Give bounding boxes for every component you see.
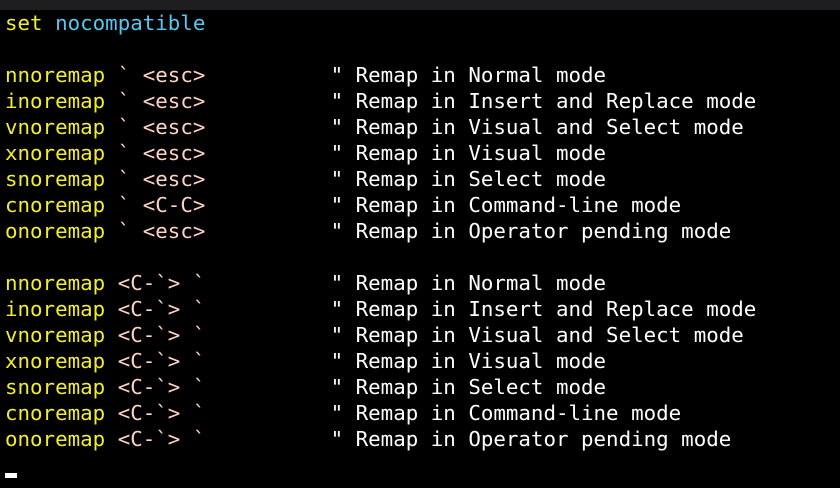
comment: " Remap in Select mode [330, 375, 607, 399]
map-rhs: ` [192, 349, 206, 373]
code-line: onoremap ` <esc> " Remap in Operator pen… [5, 218, 840, 244]
map-lhs: <C-`> [117, 271, 181, 295]
comment: " Remap in Insert and Replace mode [330, 297, 757, 321]
code-line: inoremap ` <esc> " Remap in Insert and R… [5, 88, 840, 114]
code-line: xnoremap <C-`> ` " Remap in Visual mode [5, 348, 840, 374]
map-command: xnoremap [5, 349, 106, 373]
text-editor[interactable]: set nocompatible nnoremap ` <esc> " Rema… [0, 10, 840, 478]
map-lhs: ` [117, 193, 131, 217]
code-line: nnoremap ` <esc> " Remap in Normal mode [5, 62, 840, 88]
window-titlebar [0, 0, 840, 10]
map-lhs: ` [117, 115, 131, 139]
code-line: set nocompatible [5, 10, 840, 36]
map-rhs: <C-C> [142, 193, 206, 217]
code-line: inoremap <C-`> ` " Remap in Insert and R… [5, 296, 840, 322]
map-command: vnoremap [5, 323, 106, 347]
comment: " Remap in Visual mode [330, 141, 607, 165]
comment: " Remap in Command-line mode [330, 401, 682, 425]
map-lhs: <C-`> [117, 323, 181, 347]
map-rhs: <esc> [142, 219, 206, 243]
map-rhs: ` [192, 323, 206, 347]
comment: " Remap in Visual mode [330, 349, 607, 373]
map-lhs: ` [117, 89, 131, 113]
map-command: inoremap [5, 89, 106, 113]
map-rhs: ` [192, 375, 206, 399]
map-rhs: <esc> [142, 63, 206, 87]
map-command: snoremap [5, 167, 106, 191]
map-command: vnoremap [5, 115, 106, 139]
code-line: vnoremap ` <esc> " Remap in Visual and S… [5, 114, 840, 140]
comment: " Remap in Visual and Select mode [330, 323, 744, 347]
map-rhs: <esc> [142, 89, 206, 113]
cursor-line [5, 452, 840, 478]
code-line: snoremap ` <esc> " Remap in Select mode [5, 166, 840, 192]
comment: " Remap in Normal mode [330, 63, 607, 87]
map-lhs: ` [117, 63, 131, 87]
map-command: inoremap [5, 297, 106, 321]
map-lhs: <C-`> [117, 427, 181, 451]
map-rhs: ` [192, 271, 206, 295]
map-rhs: ` [192, 297, 206, 321]
map-rhs: ` [192, 401, 206, 425]
map-command: cnoremap [5, 193, 106, 217]
map-command: onoremap [5, 219, 106, 243]
map-lhs: <C-`> [117, 401, 181, 425]
map-lhs: <C-`> [117, 375, 181, 399]
comment: " Remap in Normal mode [330, 271, 607, 295]
map-rhs: <esc> [142, 115, 206, 139]
set-keyword: set [5, 11, 43, 35]
blank-line [5, 244, 840, 270]
map-rhs: <esc> [142, 141, 206, 165]
comment: " Remap in Operator pending mode [330, 219, 732, 243]
comment: " Remap in Visual and Select mode [330, 115, 744, 139]
map-lhs: <C-`> [117, 349, 181, 373]
map-command: cnoremap [5, 401, 106, 425]
map-lhs: ` [117, 219, 131, 243]
code-line: xnoremap ` <esc> " Remap in Visual mode [5, 140, 840, 166]
map-command: nnoremap [5, 63, 106, 87]
comment: " Remap in Insert and Replace mode [330, 89, 757, 113]
comment: " Remap in Operator pending mode [330, 427, 732, 451]
map-rhs: <esc> [142, 167, 206, 191]
map-lhs: ` [117, 141, 131, 165]
code-line: onoremap <C-`> ` " Remap in Operator pen… [5, 426, 840, 452]
map-command: snoremap [5, 375, 106, 399]
code-line: cnoremap <C-`> ` " Remap in Command-line… [5, 400, 840, 426]
map-command: xnoremap [5, 141, 106, 165]
code-line: cnoremap ` <C-C> " Remap in Command-line… [5, 192, 840, 218]
text-cursor [5, 473, 17, 478]
map-lhs: <C-`> [117, 297, 181, 321]
map-command: onoremap [5, 427, 106, 451]
comment: " Remap in Command-line mode [330, 193, 682, 217]
option-name: nocompatible [55, 11, 206, 35]
code-line: vnoremap <C-`> ` " Remap in Visual and S… [5, 322, 840, 348]
blank-line [5, 36, 840, 62]
map-rhs: ` [192, 427, 206, 451]
code-line: snoremap <C-`> ` " Remap in Select mode [5, 374, 840, 400]
comment: " Remap in Select mode [330, 167, 607, 191]
code-line: nnoremap <C-`> ` " Remap in Normal mode [5, 270, 840, 296]
map-command: nnoremap [5, 271, 106, 295]
map-lhs: ` [117, 167, 131, 191]
